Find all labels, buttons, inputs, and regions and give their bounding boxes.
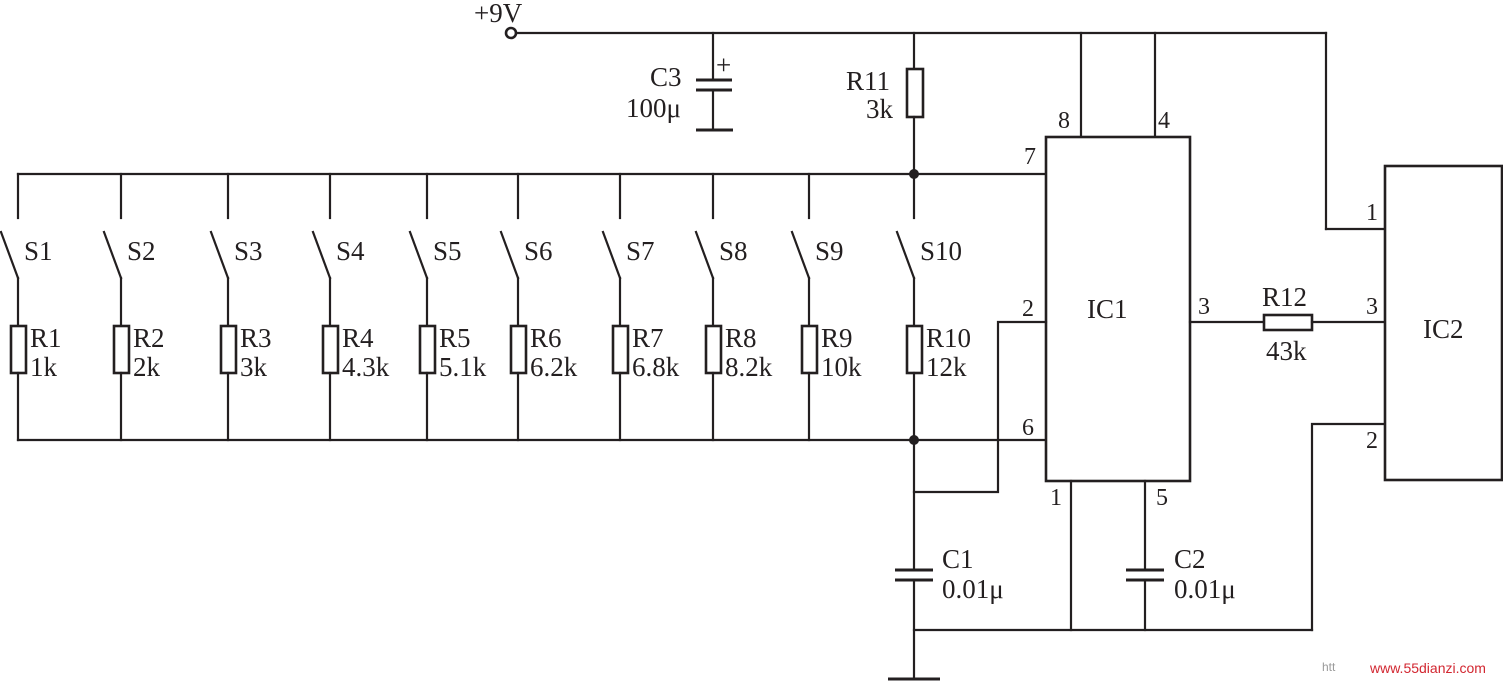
resistor-r5-body: [418, 324, 437, 375]
resistor-r10-value: 12k: [926, 352, 967, 382]
resistor-r9-body: [800, 324, 819, 375]
switch-s5-blade: [408, 230, 429, 280]
resistor-r5-name: R5: [439, 323, 471, 353]
resistor-r2-body: [112, 324, 131, 375]
supply-label: +9V: [474, 0, 523, 28]
resistor-r7-value: 6.8k: [632, 352, 680, 382]
switch-s6-label: S6: [524, 236, 553, 266]
c3-polarity: +: [716, 50, 731, 80]
switch-s9-blade: [790, 230, 811, 280]
resistor-r9-name: R9: [821, 323, 853, 353]
ic2: IC2 1 3 2: [1366, 164, 1503, 482]
switch-resistor-ladder: S1R11kS2R22kS3R33kS4R44.3kS5R55.1kS6R66.…: [0, 172, 971, 442]
r11-value: 3k: [866, 94, 894, 124]
switch-s2-label: S2: [127, 236, 156, 266]
resistor-r1-name: R1: [30, 323, 62, 353]
c2-value: 0.01μ: [1174, 574, 1236, 604]
c3-name: C3: [650, 62, 682, 92]
resistor-r7-body: [611, 324, 630, 375]
c3-value: 100μ: [626, 93, 681, 123]
resistor-r3-name: R3: [240, 323, 272, 353]
switch-s4-label: S4: [336, 236, 365, 266]
resistor-r10-name: R10: [926, 323, 971, 353]
resistor-r5-value: 5.1k: [439, 352, 487, 382]
switch-s6-blade: [499, 230, 520, 280]
c2-name: C2: [1174, 544, 1206, 574]
switch-s10-blade: [895, 230, 916, 280]
r11-name: R11: [846, 66, 890, 96]
watermark-prefix: htt: [1322, 660, 1336, 674]
switch-s1-blade: [0, 230, 20, 280]
ic1-pin3: 3: [1198, 294, 1210, 320]
ic2-pin3: 3: [1366, 294, 1378, 320]
c1-name: C1: [942, 544, 974, 574]
r12-name: R12: [1262, 282, 1307, 312]
resistor-r4-name: R4: [342, 323, 374, 353]
switch-s7-label: S7: [626, 236, 655, 266]
resistor-r4-value: 4.3k: [342, 352, 390, 382]
supply-terminal: [504, 26, 518, 40]
switch-s7-blade: [601, 230, 622, 280]
ic1-pin2: 2: [1022, 296, 1034, 322]
c1-value: 0.01μ: [942, 574, 1004, 604]
resistor-r1-value: 1k: [30, 352, 58, 382]
ic2-pin1: 1: [1366, 200, 1378, 226]
resistor-r6-body: [509, 324, 528, 375]
r12-value: 43k: [1266, 336, 1307, 366]
switch-s4-blade: [311, 230, 332, 280]
resistor-r1-body: [9, 324, 28, 375]
switch-s3-label: S3: [234, 236, 263, 266]
ic1-pin6: 6: [1022, 415, 1034, 441]
ic1-pin5: 5: [1156, 485, 1168, 511]
switch-s5-label: S5: [433, 236, 462, 266]
resistor-r8-value: 8.2k: [725, 352, 773, 382]
switch-s1-label: S1: [24, 236, 53, 266]
ic1-pin1: 1: [1050, 485, 1062, 511]
switch-s8-label: S8: [719, 236, 748, 266]
switch-s2-blade: [102, 230, 123, 280]
resistor-r2-name: R2: [133, 323, 165, 353]
ic1-pin4: 4: [1158, 108, 1170, 134]
switch-s8-blade: [694, 230, 715, 280]
ic1-pin8: 8: [1058, 108, 1070, 134]
ic1: IC1 8 4 7 2 6 3 1 5: [1022, 108, 1210, 511]
supply-rail: +9V: [474, 0, 1387, 231]
resistor-r9-value: 10k: [821, 352, 862, 382]
ic2-pin2: 2: [1366, 428, 1378, 454]
ic1-name: IC1: [1087, 294, 1128, 324]
resistor-r11: R11 3k: [846, 31, 925, 176]
resistor-r8-body: [704, 324, 723, 375]
resistor-r3-body: [219, 324, 238, 375]
resistor-r6-name: R6: [530, 323, 562, 353]
resistor-r2-value: 2k: [133, 352, 161, 382]
resistor-r10-body: [905, 324, 924, 375]
capacitor-c1: C1 0.01μ: [888, 544, 1004, 681]
ic2-name: IC2: [1423, 314, 1464, 344]
resistor-r7-name: R7: [632, 323, 664, 353]
watermark-site: www.55dianzi.com: [1369, 660, 1486, 676]
capacitor-c3: + C3 100μ: [626, 31, 733, 132]
switch-s9-label: S9: [815, 236, 844, 266]
resistor-r12: R12 43k: [1188, 282, 1387, 366]
resistor-r3-value: 3k: [240, 352, 268, 382]
resistor-r6-value: 6.2k: [530, 352, 578, 382]
capacitor-c2: C2 0.01μ: [1126, 479, 1236, 632]
switch-s10-label: S10: [920, 236, 962, 266]
ic1-pin7: 7: [1024, 144, 1036, 170]
switch-s3-blade: [209, 230, 230, 280]
resistor-r4-body: [321, 324, 340, 375]
resistor-r8-name: R8: [725, 323, 757, 353]
